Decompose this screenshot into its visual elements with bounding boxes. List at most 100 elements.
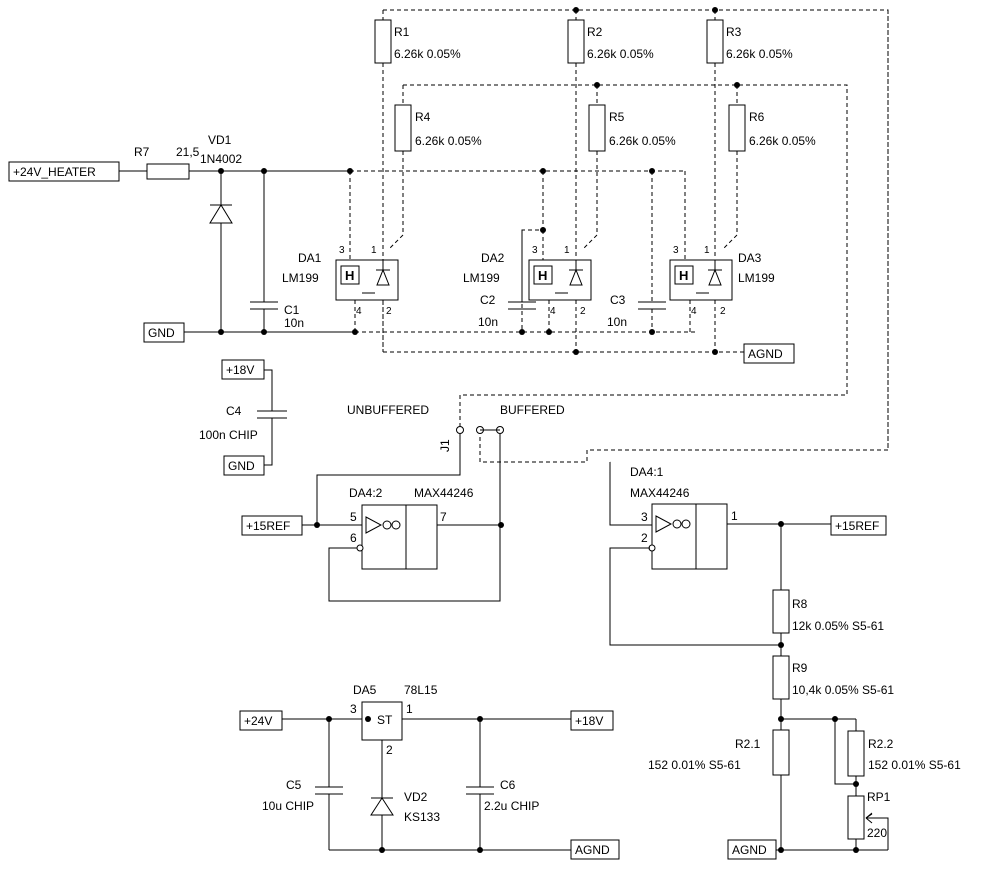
opamp-da4-2: +15REF 5 6 7 DA4:2 MAX44246 <box>241 434 504 602</box>
r5-ref: R5 <box>609 110 625 124</box>
da3-ref: DA3 <box>738 251 762 265</box>
vd1-ref: VD1 <box>208 133 232 147</box>
resistor-r6: R6 6.26k 0.05% <box>723 104 816 249</box>
da3-pin1: 1 <box>704 245 710 256</box>
r1-value: 6.26k 0.05% <box>394 47 461 61</box>
net-gnd2-text: GND <box>228 459 255 473</box>
net-label-15ref-right <box>830 515 887 536</box>
da1-heater-glyph: H <box>345 268 354 283</box>
r2-2-ref: R2.2 <box>868 737 894 751</box>
r2-1-ref: R2.1 <box>735 737 761 751</box>
da2-heater-glyph: H <box>538 268 547 283</box>
c5-ref: C5 <box>286 778 302 792</box>
r9-value: 10,4k 0.05% S5-61 <box>792 683 894 697</box>
c1-value: 10n <box>284 316 304 330</box>
da5-value: 78L15 <box>404 683 438 697</box>
da4-1-value: MAX44246 <box>630 486 690 500</box>
resistor-r3: R3 6.26k 0.05% <box>706 19 793 258</box>
da2-pin4: 4 <box>550 306 556 317</box>
r2-ref: R2 <box>587 25 603 39</box>
da5-pin1: 1 <box>406 702 413 716</box>
opamp-da4-1: +15REF 3 2 1 DA4:1 MAX44246 <box>609 10 889 648</box>
r3-value: 6.26k 0.05% <box>726 47 793 61</box>
net-agnd1-text: AGND <box>748 347 783 361</box>
r5-value: 6.26k 0.05% <box>609 134 676 148</box>
label-buffered: BUFFERED <box>500 403 565 417</box>
r3-ref: R3 <box>726 25 742 39</box>
da3-heater-glyph: H <box>679 268 688 283</box>
capacitor-c2: C2 10n <box>478 230 536 329</box>
capacitor-c4: +18V GND C4 100n CHIP <box>199 359 287 476</box>
r8-value: 12k 0.05% S5-61 <box>792 619 884 633</box>
top-dashed-bus <box>382 7 889 463</box>
da4-2-value: MAX44246 <box>414 486 474 500</box>
net-15ref2-text: +15REF <box>835 519 879 533</box>
da1-ref: DA1 <box>298 251 322 265</box>
c4-value: 100n CHIP <box>199 428 258 442</box>
rp1-value: 220 <box>867 826 887 840</box>
diode-vd1: VD1 1N4002 <box>200 133 242 332</box>
c6-value: 2.2u CHIP <box>484 799 539 813</box>
resistor-r4: R4 6.26k 0.05% <box>389 104 482 249</box>
net-label-agnd1 <box>743 343 795 364</box>
da1-pin4: 4 <box>356 306 362 317</box>
net-label-gnd-c4 <box>223 455 265 476</box>
c4-ref: C4 <box>226 404 242 418</box>
net-label-18v-b <box>570 710 614 731</box>
vd2-value: KS133 <box>404 810 440 824</box>
da4-2-pin7: 7 <box>440 510 447 524</box>
net-label-agnd2 <box>570 839 620 860</box>
potentiometer-rp1 <box>847 795 865 840</box>
r8-ref: R8 <box>792 597 808 611</box>
resistor-r9 <box>772 655 790 700</box>
da2-pin2: 2 <box>580 306 586 317</box>
c1-ref: C1 <box>284 303 300 317</box>
da2-pin1: 1 <box>564 245 570 256</box>
net-heater-text: +24V_HEATER <box>13 165 96 179</box>
resistor-r5: R5 6.26k 0.05% <box>583 104 676 249</box>
mid-dashed-bus <box>402 82 848 427</box>
resistor-r2-2 <box>847 730 865 777</box>
da4-1-pin1: 1 <box>731 509 738 523</box>
c3-ref: C3 <box>610 293 626 307</box>
da5-pin3: 3 <box>350 702 357 716</box>
da3-value: LM199 <box>738 271 775 285</box>
net-agnd3-text: AGND <box>732 843 767 857</box>
c2-ref: C2 <box>480 293 496 307</box>
vd1-value: 1N4002 <box>200 152 242 166</box>
da3-pin3: 3 <box>673 245 679 256</box>
da2-ref: DA2 <box>481 251 505 265</box>
net-label-agnd3 <box>727 839 777 860</box>
j1-ref: J1 <box>438 439 452 452</box>
da3-pin2: 2 <box>720 306 726 317</box>
da4-2-pin5: 5 <box>350 510 357 524</box>
resistor-r7 <box>146 163 190 180</box>
da2-value: LM199 <box>463 271 500 285</box>
capacitor-c1: C1 10n <box>250 171 304 332</box>
da1-pin3: 3 <box>339 245 345 256</box>
reference-da2: H 3 1 4 2 DA2 LM199 <box>463 171 592 352</box>
r6-ref: R6 <box>749 110 765 124</box>
jumper-j1[interactable]: UNBUFFERED BUFFERED J1 <box>347 403 565 452</box>
net-gnd1-text: GND <box>148 326 175 340</box>
r4-value: 6.26k 0.05% <box>415 134 482 148</box>
da4-2-pin6: 6 <box>350 531 357 545</box>
da1-pin2: 2 <box>386 306 392 317</box>
c6-ref: C6 <box>500 778 516 792</box>
da4-1-pin3: 3 <box>641 510 648 524</box>
resistor-r8 <box>772 589 790 634</box>
agnd-rail: AGND <box>383 343 795 364</box>
regulator-da5: +24V ST +18V 3 1 2 DA5 78L15 C5 10u CHIP… <box>239 683 620 860</box>
rp1-ref: RP1 <box>867 790 891 804</box>
r2-1-value: 152 0.01% S5-61 <box>648 758 741 772</box>
divider-chain: R8 12k 0.05% S5-61 R9 10,4k 0.05% S5-61 … <box>648 524 961 860</box>
net-18v-a-text: +18V <box>226 363 254 377</box>
net-15ref1-text: +15REF <box>246 519 290 533</box>
da4-1-ref: DA4:1 <box>630 465 664 479</box>
r7-ref: R7 <box>134 145 150 159</box>
net-label-24v <box>239 710 283 731</box>
da5-pin2: 2 <box>386 743 393 757</box>
net-18v-b-text: +18V <box>575 714 603 728</box>
r9-ref: R9 <box>792 661 808 675</box>
